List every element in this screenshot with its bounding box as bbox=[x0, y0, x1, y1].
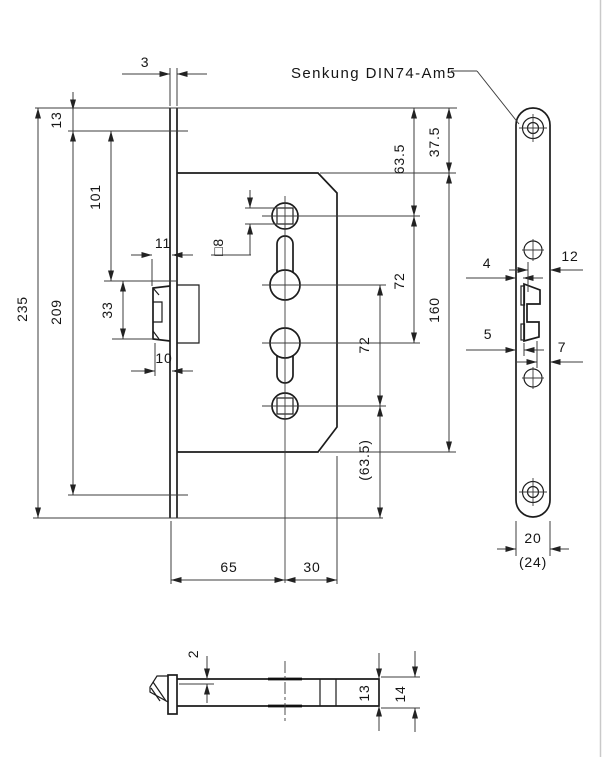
case-outline bbox=[177, 172, 338, 453]
dim-cylinder-to-follower: 72 bbox=[356, 336, 372, 353]
side-view-faceplate bbox=[515, 107, 551, 518]
dim-latch-gap-upper: 4 bbox=[483, 255, 492, 271]
callout-senkung: Senkung DIN74-Am5 bbox=[291, 65, 457, 82]
dim-follower-to-cylinder: 72 bbox=[391, 272, 407, 289]
dim-screw-spacing: 209 bbox=[48, 299, 64, 325]
bottom-view-dimensions: 2 13 14 bbox=[179, 650, 420, 732]
dim-case-height: 160 bbox=[426, 297, 442, 323]
latch-bolt-front bbox=[152, 285, 171, 342]
dim-cylinder-offset: 30 bbox=[303, 559, 320, 575]
faceplate-outline bbox=[515, 107, 551, 518]
dim-faceplate-width: 20 bbox=[524, 530, 541, 546]
dim-faceplate-width-alt: (24) bbox=[519, 554, 547, 570]
faceplate-top-view bbox=[167, 674, 178, 715]
dim-backset: 65 bbox=[220, 559, 237, 575]
latch-bevel-bottom bbox=[152, 330, 160, 340]
latch-bolt-side bbox=[523, 282, 541, 343]
latch-face-lower bbox=[520, 323, 526, 341]
latch-bevel-top bbox=[152, 287, 160, 296]
dim-overall-thickness: 14 bbox=[392, 685, 408, 702]
dim-latch-depth-lower: 7 bbox=[558, 339, 567, 355]
dim-top-to-latch: 101 bbox=[87, 184, 103, 210]
dim-plate-step: 2 bbox=[185, 650, 201, 659]
dim-total-length: 235 bbox=[14, 296, 30, 322]
dim-top-to-case: 37.5 bbox=[426, 127, 442, 157]
latch-face-upper bbox=[520, 285, 526, 306]
front-view-dimensions: 3 13 209 235 101 33 11 10 bbox=[14, 54, 452, 584]
label-follower-square: □8 bbox=[210, 238, 226, 256]
dim-latch-gap-lower: 5 bbox=[484, 326, 493, 342]
dim-top-to-follower: 63.5 bbox=[391, 144, 407, 174]
dim-faceplate-thickness: 3 bbox=[141, 54, 150, 70]
dim-latch-height: 33 bbox=[99, 301, 115, 318]
latch-nose bbox=[149, 675, 169, 703]
latch-notch bbox=[153, 301, 163, 323]
dim-latch-protrusion: 11 bbox=[155, 235, 171, 251]
dim-latch-depth-upper: 12 bbox=[561, 248, 578, 264]
latch-nose-hatch-2 bbox=[150, 687, 161, 702]
latch-housing bbox=[177, 284, 200, 344]
dim-bottom-reference: (63.5) bbox=[356, 439, 372, 480]
dim-top-screw-offset: 13 bbox=[48, 111, 64, 128]
bottom-view-lock bbox=[149, 661, 380, 723]
side-view-dimensions: Senkung DIN74-Am5 4 12 5 7 20 (24) bbox=[291, 65, 583, 570]
dim-latch-width: 10 bbox=[155, 350, 172, 366]
latch-nose-hatch-1 bbox=[152, 681, 167, 702]
front-view-lock-case bbox=[35, 107, 457, 583]
dim-case-thickness: 13 bbox=[356, 684, 372, 701]
